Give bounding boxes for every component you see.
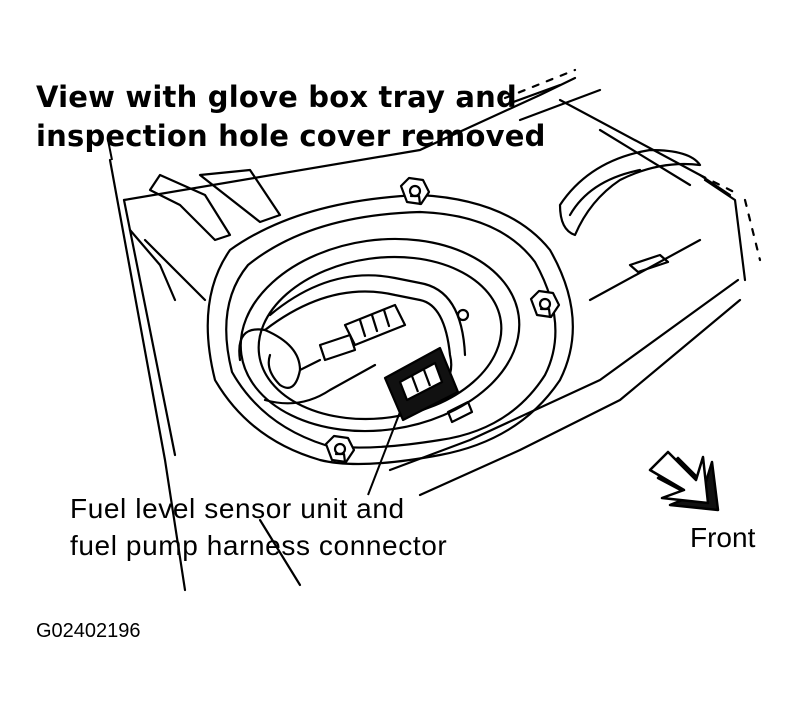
front-direction-label: Front bbox=[690, 522, 756, 553]
inline-connector bbox=[318, 303, 407, 362]
view-title-line-2: inspection hole cover removed bbox=[36, 119, 546, 153]
callout-line-1: Fuel level sensor unit and bbox=[70, 493, 405, 524]
dashed-edges bbox=[503, 68, 762, 262]
panel-slots bbox=[446, 253, 670, 424]
front-arrow-icon bbox=[648, 450, 720, 512]
component-callout: Fuel level sensor unit and fuel pump har… bbox=[70, 490, 447, 564]
harness-wire bbox=[238, 274, 467, 405]
figure-id: G02402196 bbox=[36, 620, 141, 642]
leader-lines bbox=[107, 139, 401, 496]
view-title-line-1: View with glove box tray and bbox=[36, 80, 517, 114]
harness-connector-icon bbox=[383, 346, 460, 422]
view-title: View with glove box tray and inspection … bbox=[36, 78, 546, 156]
callout-line-2: fuel pump harness connector bbox=[70, 530, 448, 561]
